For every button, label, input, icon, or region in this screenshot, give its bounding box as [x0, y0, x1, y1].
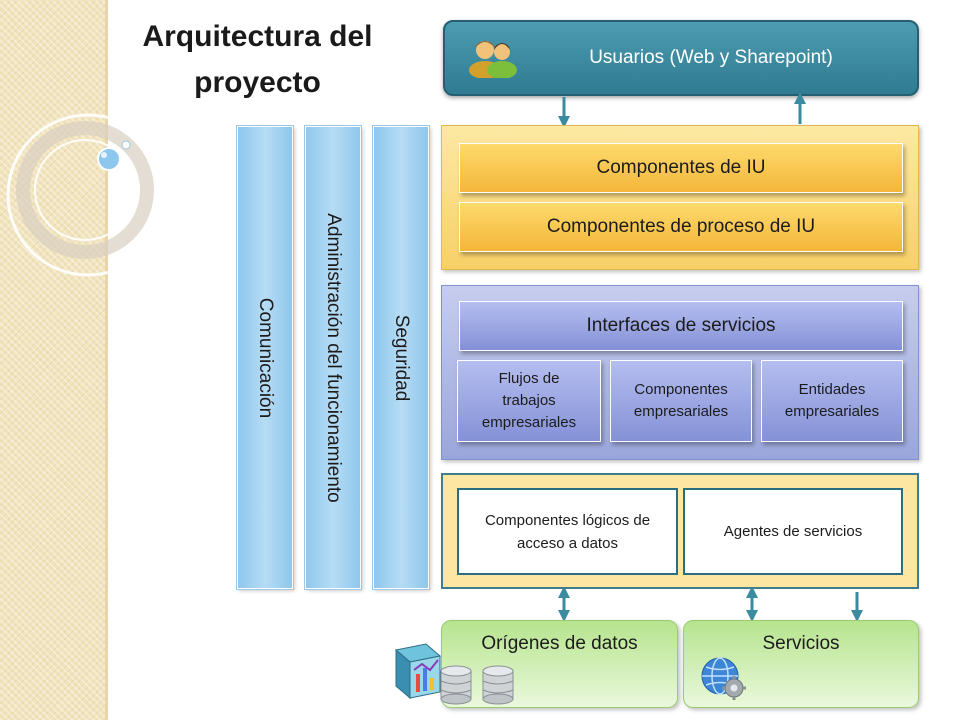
cross-cutting-security: Seguridad [373, 126, 429, 589]
service-agents-box: Agentes de servicios [683, 488, 903, 575]
services-label: Servicios [762, 633, 840, 654]
business-components-box: Componentes empresariales [610, 360, 752, 442]
workflows-box: Flujos de trabajos empresariales [457, 360, 601, 442]
users-icon [469, 41, 517, 78]
data-sources-box: Orígenes de datos [441, 620, 678, 708]
cross-cutting-operations: Administración del funcionamiento [305, 126, 361, 589]
business-entities-box: Entidades empresariales [761, 360, 903, 442]
communication-label: Comunicación [255, 297, 276, 418]
ui-process-components-box: Componentes de proceso de IU [459, 202, 903, 252]
title-line-2: proyecto [194, 66, 321, 99]
service-interfaces-box: Interfaces de servicios [459, 301, 903, 351]
cross-cutting-communication: Comunicación [237, 126, 293, 589]
ui-components-box: Componentes de IU [459, 143, 903, 193]
service-interfaces-label: Interfaces de servicios [586, 315, 776, 336]
users-box: Usuarios (Web y Sharepoint) [443, 20, 919, 96]
data-sources-label: Orígenes de datos [481, 633, 638, 654]
services-box: Servicios [683, 620, 919, 708]
data-access-label: Componentes lógicos de acceso a datos [484, 511, 651, 552]
business-components-label: Componentes empresariales [633, 381, 729, 420]
operations-label: Administración del funcionamiento [323, 212, 344, 503]
ui-process-components-label: Componentes de proceso de IU [546, 216, 816, 237]
band-edge [105, 0, 108, 720]
workflows-label: Flujos de trabajos empresariales [481, 370, 577, 431]
business-entities-label: Entidades empresariales [784, 381, 880, 420]
security-label: Seguridad [391, 314, 412, 401]
title-line-1: Arquitectura del [142, 20, 373, 53]
page-title: Arquitectura del proyecto [115, 14, 400, 106]
users-label: Usuarios (Web y Sharepoint) [589, 47, 833, 68]
service-agents-label: Agentes de servicios [723, 523, 863, 540]
data-access-box: Componentes lógicos de acceso a datos [457, 488, 678, 575]
ui-components-label: Componentes de IU [596, 157, 766, 178]
